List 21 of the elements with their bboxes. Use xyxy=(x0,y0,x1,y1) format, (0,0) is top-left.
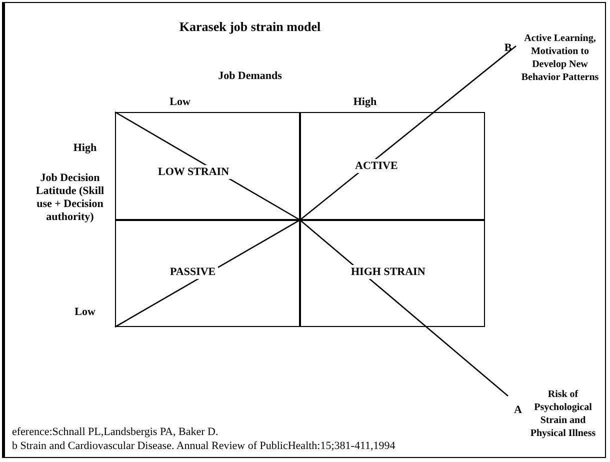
high-strain-quadrant xyxy=(300,220,485,327)
low-strain-quadrant xyxy=(115,112,300,220)
quadrant-label: ACTIVE xyxy=(353,159,400,173)
quadrant-label: PASSIVE xyxy=(168,265,218,279)
axis-title: Job Decision Latitude (Skill use + Decision authority) xyxy=(34,172,106,224)
axis-tick-label: Low xyxy=(168,96,192,109)
axis-tick-label: High xyxy=(72,142,98,155)
axis-title: Job Demands xyxy=(217,70,283,83)
outcome-note: Risk of Psychological Strain and Physical Illness xyxy=(529,388,597,440)
axis-tick-label: Low xyxy=(74,306,96,319)
axis-tick-label: High xyxy=(352,96,378,109)
reference-text: b Strain and Cardiovascular Disease. Annual Review of PublicHealth:15;381-411,1994 xyxy=(12,440,396,452)
point-label: B xyxy=(503,42,513,55)
reference-text: eference:Schnall PL,Landsbergis PA, Baker D. xyxy=(12,426,218,438)
quadrant-label: LOW STRAIN xyxy=(156,165,232,179)
quadrant-label: HIGH STRAIN xyxy=(349,265,428,279)
outcome-note: Active Learning, Motivation to Develop New Behavior Patterns xyxy=(520,32,600,84)
active-quadrant xyxy=(300,112,485,220)
point-label: A xyxy=(513,404,523,417)
passive-quadrant xyxy=(115,220,300,327)
title: Karasek job strain model xyxy=(178,20,322,33)
